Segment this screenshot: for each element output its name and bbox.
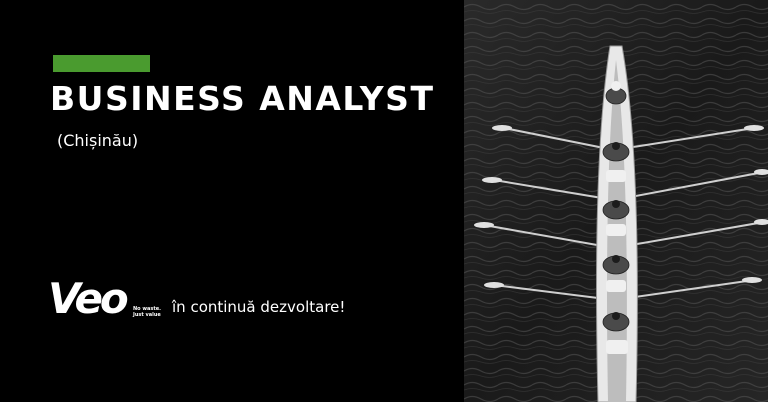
- rowing-photo: [464, 0, 768, 402]
- banner-text-panel: BUSINESS ANALYST (Chișinău) Veo No waste…: [48, 55, 435, 324]
- veo-logo: Veo No waste. Just value: [48, 274, 168, 324]
- job-title: BUSINESS ANALYST: [50, 79, 435, 118]
- job-location: (Chișinău): [57, 131, 139, 150]
- logo-wordmark: Veo: [48, 274, 129, 323]
- rowing-boat-image: [464, 0, 768, 402]
- logo-tagline-line2: Just value: [133, 312, 161, 318]
- logo-tagline-line1: No waste.: [133, 306, 162, 312]
- tagline: în continuă dezvoltare!: [172, 298, 346, 316]
- accent-bar: [53, 55, 150, 72]
